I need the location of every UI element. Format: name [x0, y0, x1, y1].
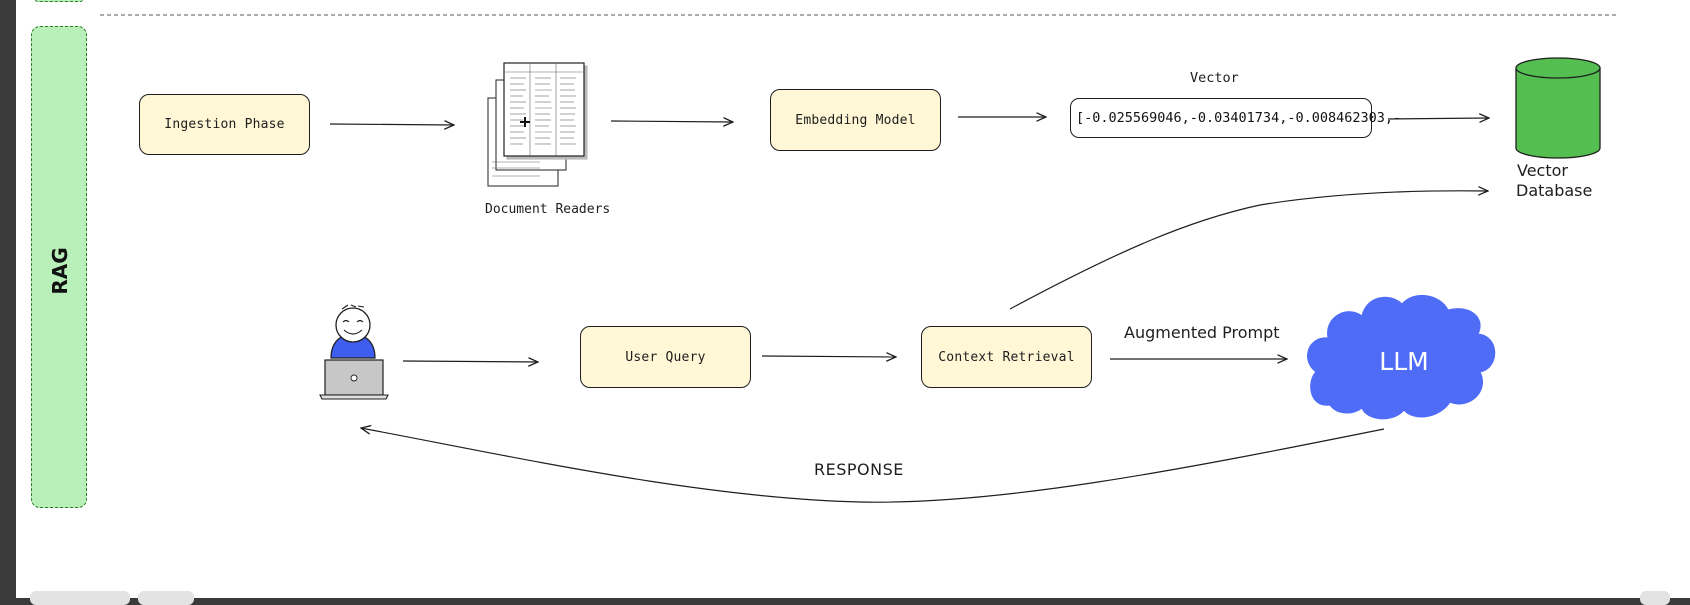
response-label: RESPONSE	[814, 460, 904, 479]
context-retrieval-box: Context Retrieval	[921, 326, 1092, 388]
vector-database-label-1: Vector	[1517, 161, 1568, 180]
vector-value-box: [-0.025569046,-0.03401734,-0.008462303,-	[1070, 98, 1401, 138]
embedding-model-box: Embedding Model	[770, 89, 941, 151]
rag-band	[31, 26, 87, 508]
augmented-prompt-label: Augmented Prompt	[1124, 323, 1280, 342]
bottom-right-handle[interactable]	[1640, 591, 1670, 605]
vector-title: Vector	[1190, 70, 1239, 86]
bottom-tab-2[interactable]	[138, 591, 194, 605]
ingestion-phase-box: Ingestion Phase	[139, 94, 310, 155]
rag-label: RAG	[48, 247, 72, 295]
user-query-box: User Query	[580, 326, 751, 388]
vector-database-label-2: Database	[1516, 181, 1593, 200]
bottom-tab-1[interactable]	[30, 591, 130, 605]
vector-value-text: [-0.025569046,-0.03401734,-0.008462303,-	[1076, 110, 1402, 126]
document-readers-label: Document Readers	[485, 202, 611, 217]
partial-band-top	[34, 0, 84, 2]
